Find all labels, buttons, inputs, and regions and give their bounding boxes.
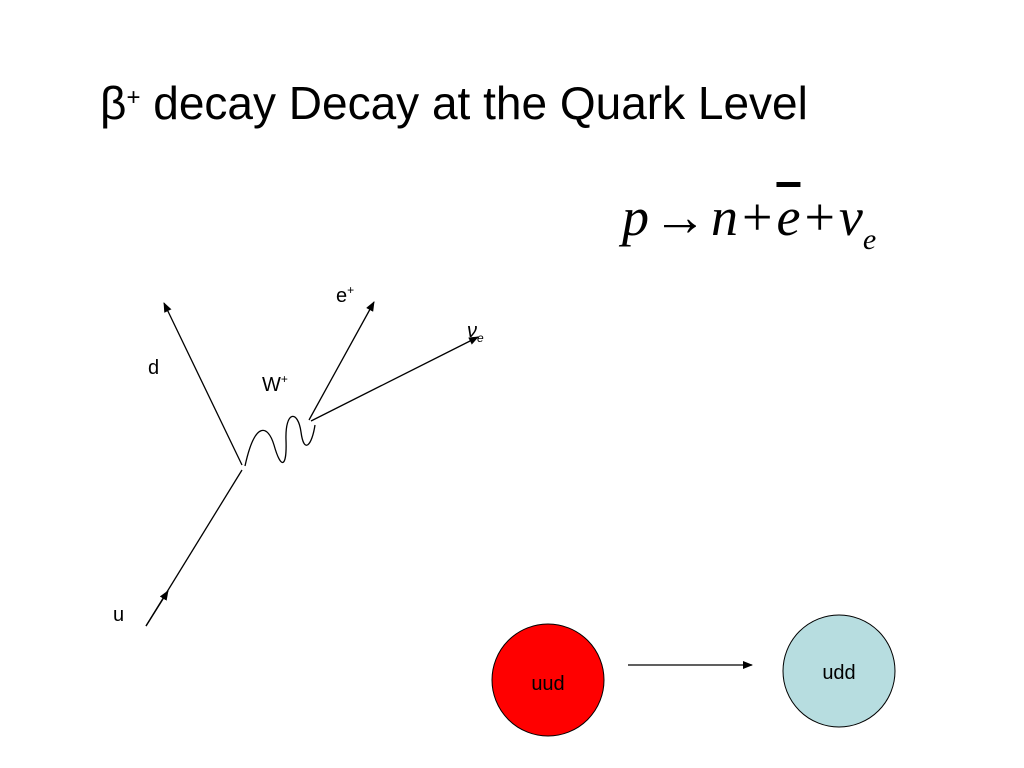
label-positron: e+ xyxy=(336,283,354,307)
w-boson-line xyxy=(244,415,316,467)
d-quark-line xyxy=(163,302,243,466)
label-w-sup: + xyxy=(281,372,288,386)
label-w: W+ xyxy=(262,372,288,396)
label-positron-sup: + xyxy=(347,283,354,297)
proton-quark-label: uud xyxy=(531,673,564,695)
equation-plus-1: + xyxy=(742,187,773,247)
label-d: d xyxy=(148,357,159,379)
label-neutrino: νe xyxy=(467,320,484,345)
equation-proton: p xyxy=(622,187,649,247)
title-beta: β xyxy=(100,77,127,129)
u-quark-arrow xyxy=(145,590,169,627)
neutrino-line xyxy=(310,336,479,422)
positron-line xyxy=(308,301,375,421)
label-u: u xyxy=(113,604,124,626)
title-superscript: + xyxy=(126,84,141,111)
label-neutrino-letter: ν xyxy=(467,320,477,342)
equation-neutron: n xyxy=(711,187,738,247)
slide-title: β+ decay Decay at the Quark Level xyxy=(100,66,808,135)
equation-positron: e xyxy=(776,187,801,247)
label-w-letter: W xyxy=(262,374,281,396)
equation-neutrino: ν xyxy=(838,187,863,247)
equation-plus-2: + xyxy=(804,187,835,247)
equation-neutrino-subscript: e xyxy=(862,223,877,256)
label-neutrino-sub: e xyxy=(477,331,484,345)
label-positron-letter: e xyxy=(336,285,347,307)
neutron-quark-circle xyxy=(782,614,896,728)
title-text: decay Decay at the Quark Level xyxy=(153,77,808,129)
neutron-quark-label: udd xyxy=(822,662,855,684)
decay-equation: p→n+e+νe xyxy=(622,186,876,271)
proton-quark-circle xyxy=(491,623,605,737)
equation-arrow: → xyxy=(653,187,707,247)
